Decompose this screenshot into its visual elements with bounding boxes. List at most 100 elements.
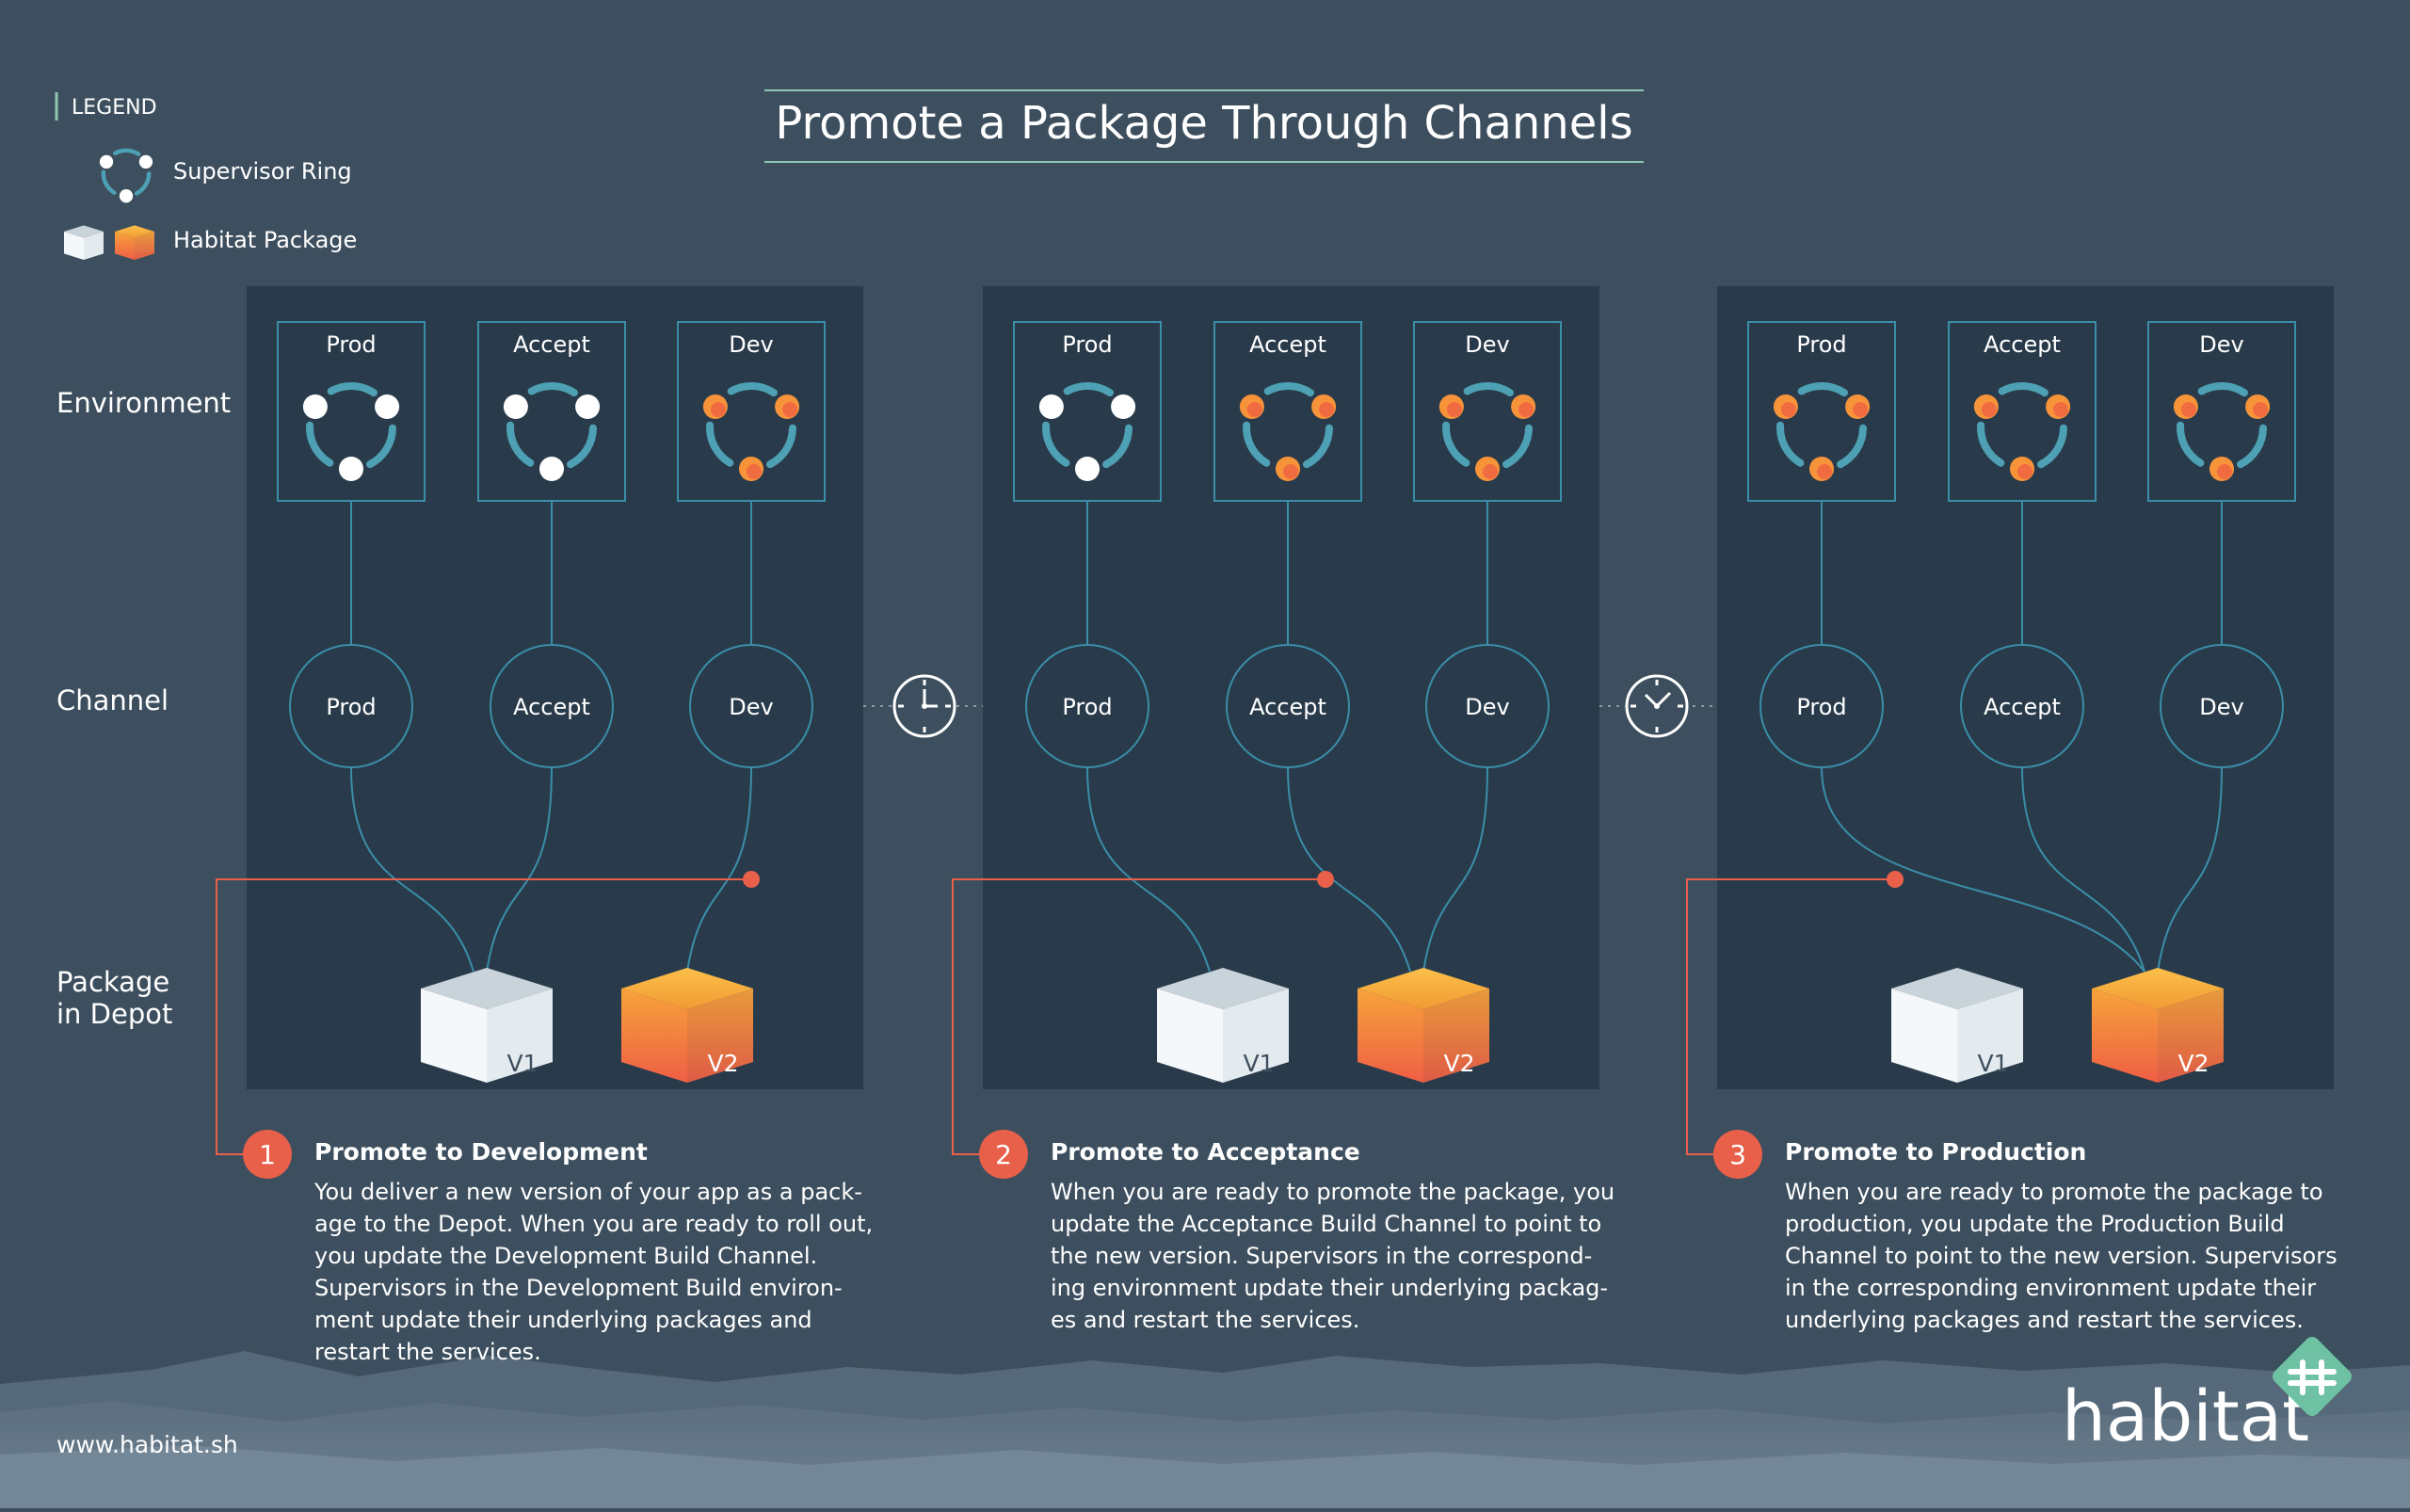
legend-supervisor-ring-label: Supervisor Ring xyxy=(173,158,352,185)
channel-label: Accept xyxy=(1984,694,2061,720)
channel-label: Accept xyxy=(1249,694,1326,720)
cube-right xyxy=(487,989,553,1083)
environment-label: Prod xyxy=(326,331,376,358)
package-version-label: V1 xyxy=(1977,1050,2008,1077)
clock-center xyxy=(1654,703,1660,709)
promotion-point xyxy=(1887,871,1904,888)
legend-ring-graphic xyxy=(99,148,153,203)
supervisor-node-shade xyxy=(1483,464,1498,479)
environment-label: Prod xyxy=(1796,331,1846,358)
step-description-line: You deliver a new version of your app as… xyxy=(313,1179,862,1205)
ring-arc xyxy=(527,382,578,397)
ring-arc xyxy=(101,169,117,195)
habitat-logo: habitat xyxy=(2062,1337,2352,1457)
channel-label: Prod xyxy=(1796,694,1846,720)
step-description-line: es and restart the services. xyxy=(1051,1307,1359,1333)
step-description-line: ing environment update their underlying … xyxy=(1051,1275,1608,1301)
row-label-environment: Environment xyxy=(56,387,231,419)
logo-diamond xyxy=(2273,1337,2352,1416)
legend-white-cube xyxy=(64,225,104,260)
step-description-line: Channel to point to the new version. Sup… xyxy=(1785,1243,2338,1269)
ring-arc xyxy=(566,424,597,469)
step-description-line: you update the Development Build Channel… xyxy=(314,1243,817,1269)
channel-label: Prod xyxy=(1062,694,1112,720)
package-version-label: V1 xyxy=(1243,1050,1274,1077)
ring-arc xyxy=(1442,421,1470,467)
package-v1: V1 xyxy=(1157,968,1289,1083)
ring-arc xyxy=(1042,421,1070,467)
supervisor-ring xyxy=(1973,382,2071,481)
supervisor-node-shade xyxy=(1780,402,1796,417)
cube-left xyxy=(621,989,687,1083)
cube-top xyxy=(64,225,104,238)
legend-orange-cube xyxy=(115,225,154,260)
step-description-line: in the corresponding environment update … xyxy=(1785,1275,2316,1301)
cube-left xyxy=(1358,989,1423,1083)
package-version-label: V2 xyxy=(707,1050,738,1077)
cube-right xyxy=(2158,989,2224,1083)
ring-arc xyxy=(506,421,535,467)
ring-arc xyxy=(765,424,796,469)
environment-label: Dev xyxy=(1465,331,1509,358)
supervisor-node-shade xyxy=(2217,464,2232,479)
channel-label: Dev xyxy=(1465,694,1509,720)
row-label-package-line1: Package xyxy=(56,966,169,998)
cube-right xyxy=(1223,989,1289,1083)
supervisor-node xyxy=(119,189,134,203)
supervisor-node-shade xyxy=(1981,402,1997,417)
promotion-indicator-line xyxy=(952,878,1326,1155)
clock-center xyxy=(922,703,927,709)
ring-arc xyxy=(1797,382,1848,397)
cube-right xyxy=(84,232,104,260)
supervisor-ring xyxy=(1038,382,1136,481)
stage-panel-background xyxy=(983,286,1599,1089)
ring-arc xyxy=(1977,421,2005,467)
supervisor-node-shade xyxy=(710,402,726,417)
cube-left xyxy=(64,232,84,260)
supervisor-node xyxy=(539,457,564,481)
supervisor-node-shade xyxy=(2017,464,2032,479)
supervisor-ring xyxy=(1239,382,1337,481)
channel-package-link xyxy=(686,766,752,973)
environment-label: Accept xyxy=(1249,331,1326,358)
ring-arc xyxy=(2197,382,2248,397)
channel-label: Prod xyxy=(326,694,376,720)
environment-label: Dev xyxy=(729,331,773,358)
supervisor-node-shade xyxy=(2180,402,2196,417)
package-v1: V1 xyxy=(1891,968,2023,1083)
ring-arc xyxy=(306,421,334,467)
legend-habitat-package-label: Habitat Package xyxy=(173,227,357,253)
supervisor-node-shade xyxy=(2253,402,2269,417)
supervisor-node xyxy=(375,394,400,419)
supervisor-node-shade xyxy=(782,402,798,417)
supervisor-ring xyxy=(2173,382,2271,481)
package-v2: V2 xyxy=(1358,968,1489,1083)
ring-arc xyxy=(113,148,141,156)
supervisor-node xyxy=(138,154,153,169)
promotion-point xyxy=(1317,871,1334,888)
supervisor-node-shade xyxy=(2053,402,2069,417)
legend: LEGEND Supervisor Ring Habitat Package xyxy=(55,92,357,260)
footer-url[interactable]: www.habitat.sh xyxy=(56,1431,238,1458)
step-description-line: When you are ready to promote the packag… xyxy=(1051,1179,1615,1205)
step-number: 2 xyxy=(995,1139,1012,1170)
step-description-line: underlying packages and restart the serv… xyxy=(1785,1307,2304,1333)
row-label-channel: Channel xyxy=(56,684,169,716)
supervisor-node-shade xyxy=(1518,402,1534,417)
clock-hand xyxy=(1655,691,1672,708)
supervisor-node-shade xyxy=(1283,464,1298,479)
channel-package-link xyxy=(1086,766,1211,973)
cube-right xyxy=(1423,989,1489,1083)
channel-package-link xyxy=(1821,766,2145,973)
page-title: Promote a Package Through Channels xyxy=(775,97,1632,150)
ring-arc xyxy=(1463,382,1514,397)
step-number-badge xyxy=(243,1130,292,1179)
package-version-label: V2 xyxy=(1443,1050,1474,1077)
ring-arc xyxy=(1101,424,1133,469)
environment-label: Accept xyxy=(513,331,590,358)
step-description-line: restart the services. xyxy=(314,1339,541,1365)
cube-right xyxy=(135,232,154,260)
supervisor-node-shade xyxy=(747,464,762,479)
